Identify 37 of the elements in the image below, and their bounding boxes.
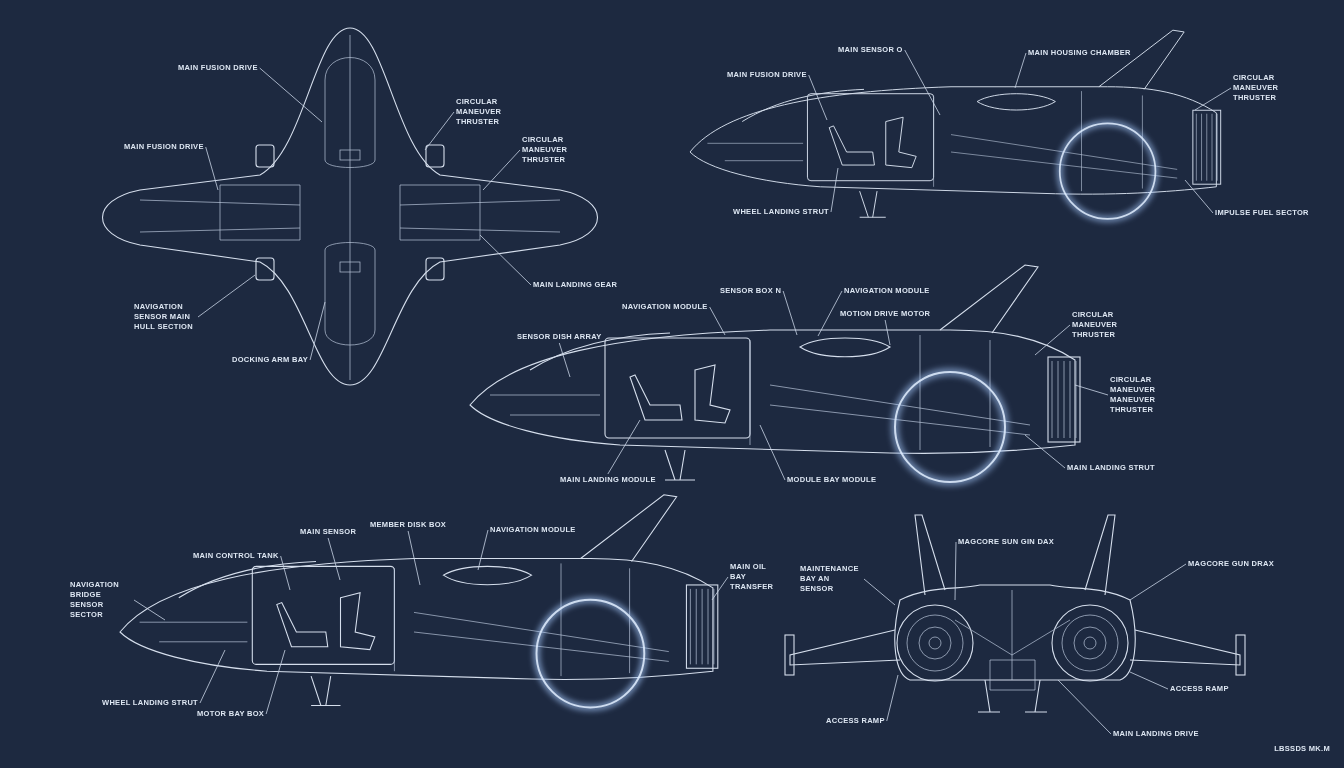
leader-line [479,234,532,286]
leader-line [1129,671,1169,690]
leader-line [558,342,571,378]
leader-line [759,424,786,481]
leader-line [709,306,726,336]
leader-line [1024,434,1066,469]
leader-line [607,419,641,475]
leader-line [863,578,896,606]
leader-line [1129,563,1187,601]
leader-line [424,111,455,151]
leader-line [482,149,521,191]
leader-line [711,576,729,601]
leader-line [197,274,256,318]
leader-line [205,146,219,191]
leader-line [259,67,323,123]
leader-line [265,649,286,715]
leader-line [884,319,891,346]
leader-line [904,49,941,116]
leader-line [327,537,341,581]
leader-line [1014,52,1027,89]
leader-line [817,290,843,337]
leader-line [1194,87,1232,111]
leader-line [1184,179,1214,214]
leader-line [808,74,828,121]
leader-line [1057,679,1112,735]
leader-line [782,290,798,336]
leader-line [280,555,291,591]
leader-line [830,167,839,213]
leader-line [477,529,489,571]
leader-line [199,649,226,704]
leader-line [309,301,326,361]
leader-line [886,674,899,722]
leader-line [133,599,166,621]
leader-line [407,530,421,586]
leader-line [1074,384,1109,396]
leader-line [1034,324,1071,356]
leader-line [954,541,957,601]
